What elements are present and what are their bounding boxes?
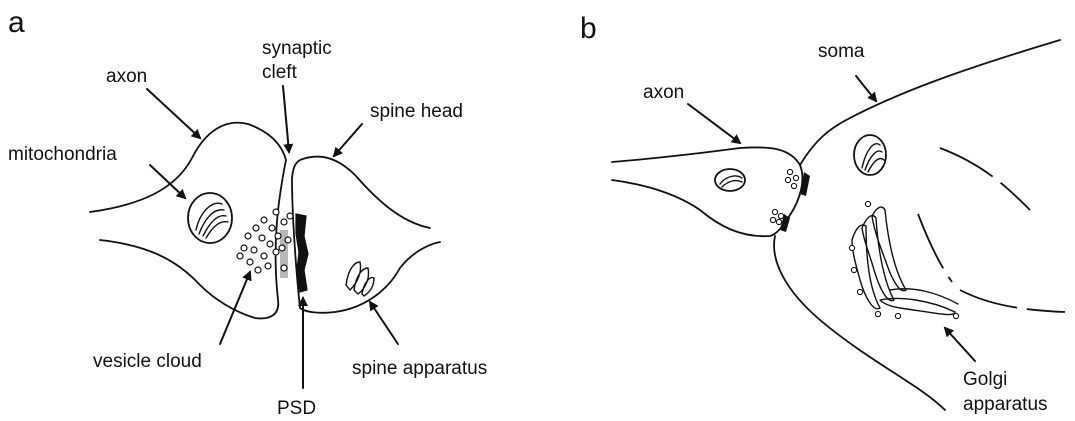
- panel-b-axon-mitochondrion-cristae: [720, 176, 742, 187]
- panel-b-axon-mitochondrion: [715, 169, 745, 191]
- panel-b-soma-arrow: [856, 76, 876, 101]
- panel-a-letter: a: [8, 6, 25, 39]
- panel-b-golgi-vesicles: [849, 201, 958, 318]
- panel-b-soma-mitochondrion-cristae: [862, 144, 884, 172]
- panel-a-label-vesicle-cloud: vesicle cloud: [93, 351, 202, 372]
- panel-a-spine-apparatus-arrow: [370, 302, 398, 344]
- panel-a-psd-band: [296, 214, 308, 292]
- panel-a-spine-apparatus: [346, 262, 374, 296]
- panel-a-label-spine-head: spine head: [370, 101, 463, 122]
- panel-a-axon-arrow: [147, 89, 200, 138]
- panel-b-axon-arrow: [688, 104, 740, 143]
- panel-a-spine-head-arrow: [334, 124, 362, 156]
- panel-b-nucleus-envelope: [918, 148, 1065, 312]
- panel-a-spine-outline: [292, 156, 440, 312]
- panel-b-letter: b: [580, 12, 597, 45]
- panel-a-label-psd: PSD: [277, 398, 316, 419]
- panel-b-golgi-stacks: [852, 207, 958, 314]
- panel-b-soma-outline: [774, 40, 1060, 410]
- panel-a-vesicle-arrow: [220, 272, 250, 344]
- panel-a-cleft-arrow: [283, 86, 289, 152]
- panel-b-label-soma: soma: [818, 41, 865, 62]
- panel-a-label-mitochondria: mitochondria: [8, 144, 117, 165]
- panel-b-label-axon: axon: [643, 82, 684, 103]
- panel-b-label-golgi: Golgi: [963, 369, 1007, 390]
- panel-a-label-spine-apparatus: spine apparatus: [352, 358, 487, 379]
- panel-a-label-axon: axon: [106, 66, 147, 87]
- panel-a-label-synaptic: synaptic: [262, 38, 332, 59]
- panel-b-label-apparatus: apparatus: [963, 394, 1048, 415]
- panel-b-golgi-arrow: [945, 328, 975, 361]
- panel-a-label-cleft: cleft: [262, 62, 298, 83]
- panel-a-mitochondrion-membrane: [188, 193, 232, 243]
- panel-a-mitochondrion-cristae: [196, 203, 228, 238]
